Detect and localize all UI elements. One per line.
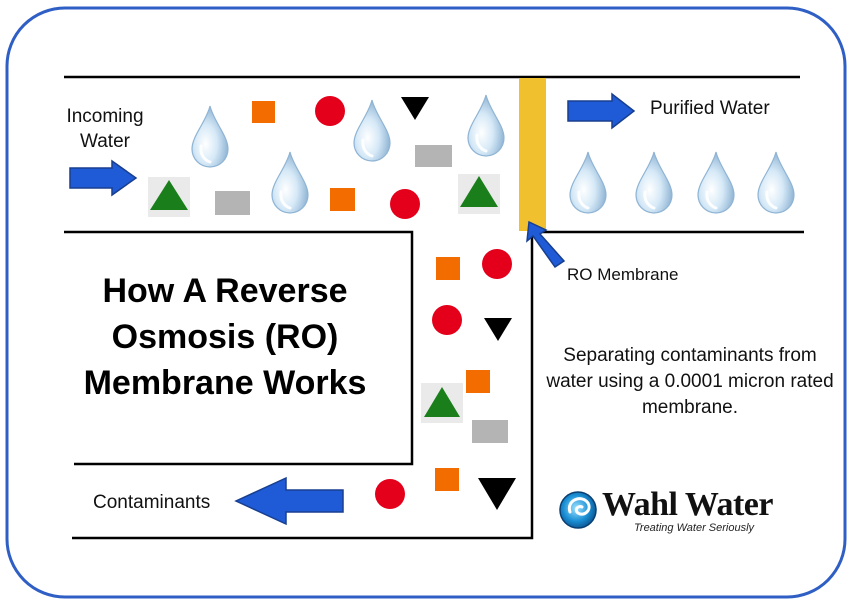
ro-membrane-pointer-arrow-icon xyxy=(526,220,566,269)
incoming-arrow-icon xyxy=(69,159,138,197)
orange-square-icon xyxy=(435,468,459,491)
red-circle-icon xyxy=(315,96,345,126)
black-triangle-icon xyxy=(484,318,512,341)
gray-rectangle-icon xyxy=(215,191,250,215)
inner-block-wall xyxy=(64,230,414,466)
wahl-water-logo-icon xyxy=(559,491,597,529)
green-triangle-icon xyxy=(460,176,498,207)
black-triangle-icon xyxy=(401,97,429,120)
orange-square-icon xyxy=(436,257,460,280)
red-circle-icon xyxy=(482,249,512,279)
pipe-walls xyxy=(64,75,804,540)
purified-arrow-icon xyxy=(567,92,636,130)
ro-membrane-label: RO Membrane xyxy=(567,265,679,284)
description-text: Separating contaminants from water using… xyxy=(546,345,834,418)
orange-square-icon xyxy=(252,101,275,123)
outer-drain-wall xyxy=(72,232,534,540)
gray-rectangle-icon xyxy=(472,420,508,443)
ro-membrane xyxy=(519,78,546,231)
brand-name: Wahl Water xyxy=(602,486,774,523)
contaminants-label: Contaminants xyxy=(93,492,211,513)
red-circle-icon xyxy=(390,189,420,219)
contaminants-arrow-icon xyxy=(234,476,344,526)
red-circle-icon xyxy=(432,305,462,335)
red-circle-icon xyxy=(375,479,405,509)
green-triangle-icon xyxy=(150,180,188,210)
brand-tagline: Treating Water Seriously xyxy=(634,522,755,534)
green-triangle-icon xyxy=(424,387,460,417)
diagram-title: How A Reverse Osmosis (RO) Membrane Work… xyxy=(83,272,367,402)
incoming-water-label: Incoming Water xyxy=(66,106,144,152)
purified-water-label: Purified Water xyxy=(650,98,770,119)
orange-square-icon xyxy=(330,188,355,211)
orange-square-icon xyxy=(466,370,490,393)
black-triangle-icon xyxy=(478,478,516,510)
gray-rectangle-icon xyxy=(415,145,452,167)
